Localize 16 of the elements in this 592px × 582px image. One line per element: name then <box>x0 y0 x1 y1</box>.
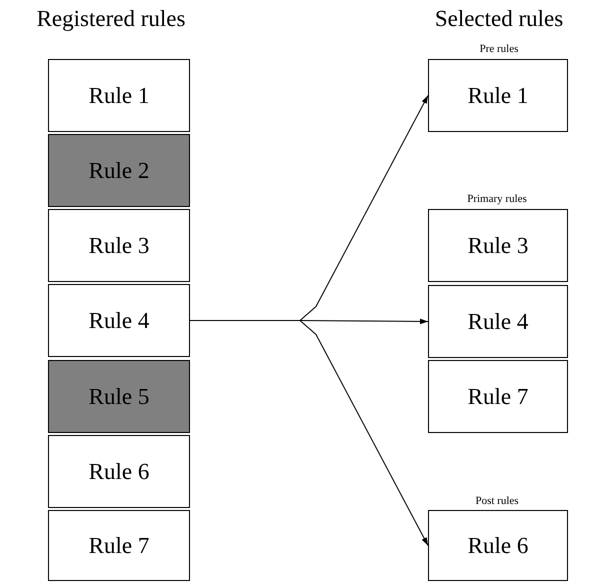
rule-label: Rule 6 <box>88 458 150 484</box>
rule-label: Rule 1 <box>88 82 150 108</box>
rule-label: Rule 4 <box>88 308 150 334</box>
rule-label: Rule 5 <box>88 384 150 410</box>
rule-label: Rule 3 <box>468 232 528 258</box>
rule-label: Rule 3 <box>88 232 150 258</box>
rule-label: Rule 7 <box>468 384 528 410</box>
group-label: Post rules <box>475 495 519 507</box>
rule-label: Rule 7 <box>88 532 150 558</box>
rule-label: Rule 1 <box>468 82 528 108</box>
rule-label: Rule 2 <box>88 158 150 184</box>
rule-label: Rule 4 <box>468 308 528 334</box>
rule-label: Rule 6 <box>468 532 528 558</box>
group-label: Pre rules <box>480 43 518 55</box>
column-heading: Selected rules <box>434 6 564 32</box>
column-heading: Registered rules <box>36 6 186 32</box>
